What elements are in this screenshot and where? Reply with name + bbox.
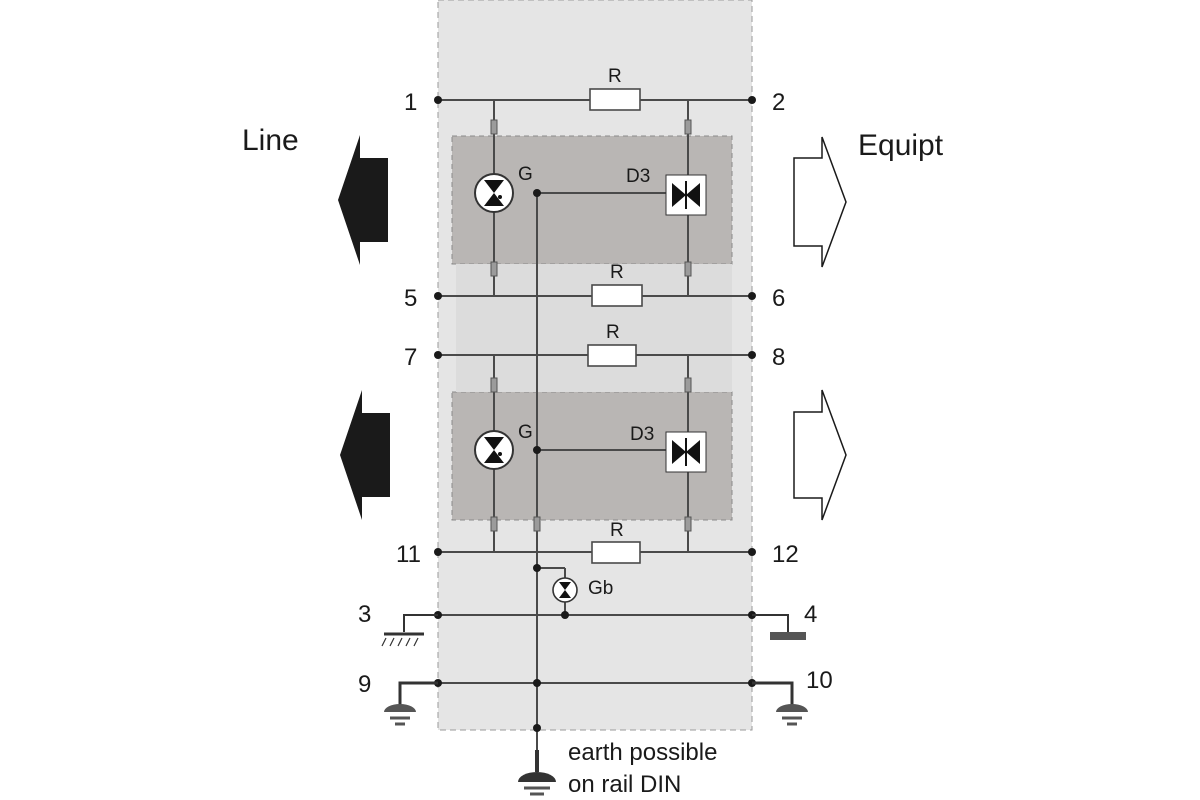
- resistor-label-3: R: [606, 322, 620, 343]
- resistor-11-12: [591, 541, 641, 564]
- connector-marks: [490, 119, 692, 532]
- terminal-6-label: 6: [772, 285, 785, 312]
- earth-note-line1: earth possible: [568, 739, 717, 766]
- terminal-7-label: 7: [404, 344, 417, 371]
- arrow-line-top-icon: [338, 135, 388, 265]
- resistor-label-4: R: [610, 520, 624, 541]
- resistor-7-8: [587, 344, 637, 367]
- terminal-4-label: 4: [804, 601, 817, 628]
- terminal-11-label: 11: [396, 541, 421, 568]
- terminal-9-label: 9: [358, 671, 371, 698]
- terminal-10-label: 10: [806, 667, 833, 694]
- gas-tube-top-icon: [474, 173, 514, 213]
- terminal-12-label: 12: [772, 541, 799, 568]
- gas-tube-label-bottom: G: [518, 422, 533, 443]
- ground-9-icon: [384, 681, 438, 726]
- arrow-equipt-bottom-icon: [793, 389, 847, 521]
- middle-lines-area: [456, 264, 732, 392]
- resistor-5-6: [591, 284, 643, 307]
- rail-earth-icon: [518, 750, 556, 796]
- resistor-label-1: R: [608, 66, 622, 87]
- line-label: Line: [242, 124, 299, 157]
- gas-tube-gb-icon: [552, 577, 578, 603]
- terminal-1-label: 1: [404, 89, 417, 116]
- terminal-8-label: 8: [772, 344, 785, 371]
- equipt-label: Equipt: [858, 129, 944, 162]
- arrow-line-bottom-icon: [340, 390, 390, 520]
- ground-4-icon: [752, 614, 806, 640]
- gb-label: Gb: [588, 578, 613, 599]
- terminal-3-label: 3: [358, 601, 371, 628]
- gas-tube-bottom-icon: [474, 430, 514, 470]
- diode-label-top: D3: [626, 166, 650, 187]
- resistor-label-2: R: [610, 262, 624, 283]
- arrow-equipt-top-icon: [793, 136, 847, 268]
- ground-3-icon: [381, 614, 438, 647]
- diode-label-bottom: D3: [630, 424, 654, 445]
- diode-bottom-icon: [665, 431, 707, 473]
- resistor-1-2: [589, 88, 641, 111]
- terminal-2-label: 2: [772, 89, 785, 116]
- diode-top-icon: [665, 174, 707, 216]
- terminal-5-label: 5: [404, 285, 417, 312]
- gas-tube-label-top: G: [518, 164, 533, 185]
- earth-note-line2: on rail DIN: [568, 771, 681, 798]
- ground-10-icon: [752, 681, 808, 726]
